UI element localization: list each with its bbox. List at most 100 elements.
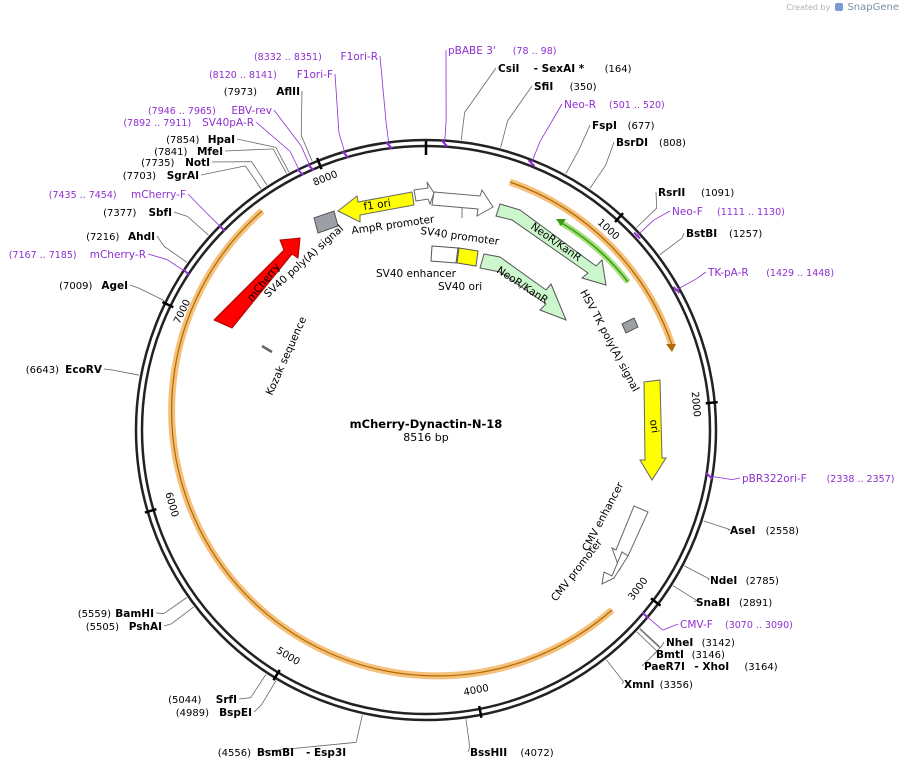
primer-site[interactable]: F1ori-R(8332 .. 8351) <box>254 51 393 150</box>
site-leader <box>355 714 363 743</box>
site-name: XmnI <box>624 679 654 691</box>
site-position: (3146) <box>692 650 725 661</box>
primer-site[interactable]: CMV-F(3070 .. 3090) <box>641 611 793 631</box>
primer-site[interactable]: Neo-R (501 .. 520) <box>527 99 665 167</box>
primer-site[interactable]: TK-pA-R(1429 .. 1448) <box>672 267 835 294</box>
enzyme-site[interactable]: PshAI(5505) <box>86 606 194 633</box>
primer-name: pBABE 3' <box>448 45 496 57</box>
primer-site[interactable]: mCherry-F(7435 .. 7454) <box>49 189 226 232</box>
enzyme-site[interactable]: NheI(3142) <box>639 628 735 649</box>
sv40-ori-feature[interactable] <box>456 247 479 267</box>
primer-site[interactable]: SV40pA-R(7892 .. 7911) <box>123 117 304 176</box>
primer-sites: pBABE 3'(78 .. 98) Neo-R (501 .. 520) Neo-F… <box>9 45 895 631</box>
site-leader <box>636 631 658 652</box>
enzyme-site[interactable]: XmnI (3356) <box>605 659 693 691</box>
primer-name: Neo-R <box>564 99 596 111</box>
primer-site[interactable]: pBABE 3'(78 .. 98) <box>440 45 557 148</box>
site-position: (3164) <box>744 662 777 673</box>
site-position: (4989) <box>176 708 209 719</box>
primer-position: (501 .. 520) <box>609 100 665 111</box>
site-name: SbfI <box>148 207 172 219</box>
ampr-promoter-feature[interactable] <box>413 181 435 206</box>
cmv-promoter-label: CMV promoter <box>549 536 605 604</box>
site-leader <box>111 369 140 376</box>
enzyme-site[interactable]: NdeI(2785) <box>684 565 779 587</box>
enzyme-site[interactable]: AgeI(7009) <box>59 280 165 302</box>
site-leader-ext <box>467 746 471 753</box>
site-name: BsrDI <box>616 137 648 149</box>
enzyme-site[interactable]: AflII(7973) <box>224 86 313 162</box>
site-leader <box>250 674 267 698</box>
site-name: BstBI <box>686 228 717 240</box>
features: mCherry f1 ori AmpR promoter SV40 promot… <box>213 181 667 604</box>
f1-ori-feature[interactable] <box>337 191 415 223</box>
site-leader-ext <box>238 697 251 700</box>
sv40-ori-label: SV40 ori <box>438 281 482 293</box>
sv40-polya-box[interactable] <box>313 210 339 234</box>
enzyme-site[interactable]: EcoRV(6643) <box>26 364 140 376</box>
primer-position: (7167 .. 7185) <box>9 250 77 261</box>
site-leader-ext <box>173 211 188 217</box>
enzyme-site[interactable]: MfeI(7841) <box>154 146 287 174</box>
cmv-promoter-feature[interactable] <box>601 551 629 585</box>
site-position: (7703) <box>123 171 156 182</box>
site-position: (5044) <box>168 695 201 706</box>
site-position: (5559) <box>78 609 111 620</box>
enzyme-site[interactable]: AseI(2558) <box>703 520 799 537</box>
enzyme-site[interactable]: BamHI (5559) <box>78 597 188 620</box>
enzyme-site[interactable]: BspEI(4989) <box>176 680 277 719</box>
neo-kanr-inner-feature[interactable] <box>479 253 567 321</box>
ori-label: ori <box>647 419 661 434</box>
enzyme-site[interactable]: BstBI(1257) <box>659 228 763 256</box>
enzyme-site[interactable]: SfiI(350) <box>500 81 597 148</box>
mcherry-feature[interactable] <box>213 237 301 329</box>
enzyme-site[interactable]: SrfI(5044) <box>168 674 267 706</box>
primer-site[interactable]: mCherry-R(7167 .. 7185) <box>9 249 190 276</box>
primer-leader-ext <box>731 477 741 481</box>
ori-feature[interactable] <box>639 379 667 481</box>
site-name: HpaI <box>208 134 235 146</box>
site-name: BmtI <box>656 649 684 661</box>
site-position: (808) <box>659 138 686 149</box>
primer-site[interactable]: EBV-rev(7946 .. 7965) <box>148 105 315 171</box>
scale-tick <box>272 669 281 681</box>
sv40-promoter-feature[interactable] <box>431 188 494 217</box>
site-name: NdeI <box>710 575 737 587</box>
site-leader <box>672 585 697 601</box>
primer-marker <box>182 268 190 276</box>
enzyme-site[interactable]: SbfI(7377) <box>103 207 209 236</box>
hsv-tk-polya-box[interactable] <box>621 317 639 334</box>
primer-site[interactable]: Neo-F(1111 .. 1130) <box>633 206 785 240</box>
enzyme-site[interactable]: CsiI- SexAI *(164) <box>460 63 632 141</box>
site-leader <box>261 680 277 705</box>
enzyme-site[interactable]: RsrII(1091) <box>636 187 734 228</box>
enzyme-site[interactable]: PaeR7I- XhoI(3164) <box>636 631 778 673</box>
site-position: (3356) <box>660 680 693 691</box>
neo-kanr-outer-feature[interactable] <box>495 203 607 286</box>
enzyme-site[interactable]: SnaBI(2891) <box>672 585 772 609</box>
primer-leader-ext <box>653 210 671 221</box>
enzyme-site[interactable]: BssHII(4072) <box>465 719 554 759</box>
site-leader-ext <box>200 165 246 176</box>
site-name: BamHI <box>115 608 154 620</box>
site-position: (2558) <box>766 526 799 537</box>
enzyme-site[interactable]: FspI(677) <box>565 120 655 174</box>
green-orf-line <box>559 221 629 283</box>
primer-site[interactable]: F1ori-F(8120 .. 8141) <box>209 69 350 159</box>
enzyme-site[interactable]: AhdI(7216) <box>86 231 188 263</box>
enzyme-site[interactable]: SgrAI(7703) <box>123 165 262 190</box>
enzyme-site[interactable]: NotI(7735) <box>141 157 268 186</box>
primer-leader <box>444 120 447 147</box>
site-leader-ext <box>681 232 685 239</box>
primer-site[interactable]: pBR322ori-F(2338 .. 2357) <box>705 472 894 485</box>
primer-leader <box>673 278 697 292</box>
enzyme-site[interactable]: BsrDI (808) <box>589 137 686 189</box>
cmv-enhancer-feature[interactable] <box>611 505 649 571</box>
enzyme-site[interactable]: HpaI(7854) <box>166 134 290 173</box>
site-leader-ext <box>655 191 658 209</box>
site-position: (350) <box>570 82 597 93</box>
site-name: BssHII <box>470 747 507 759</box>
sv40-enhancer-feature[interactable] <box>430 245 459 264</box>
